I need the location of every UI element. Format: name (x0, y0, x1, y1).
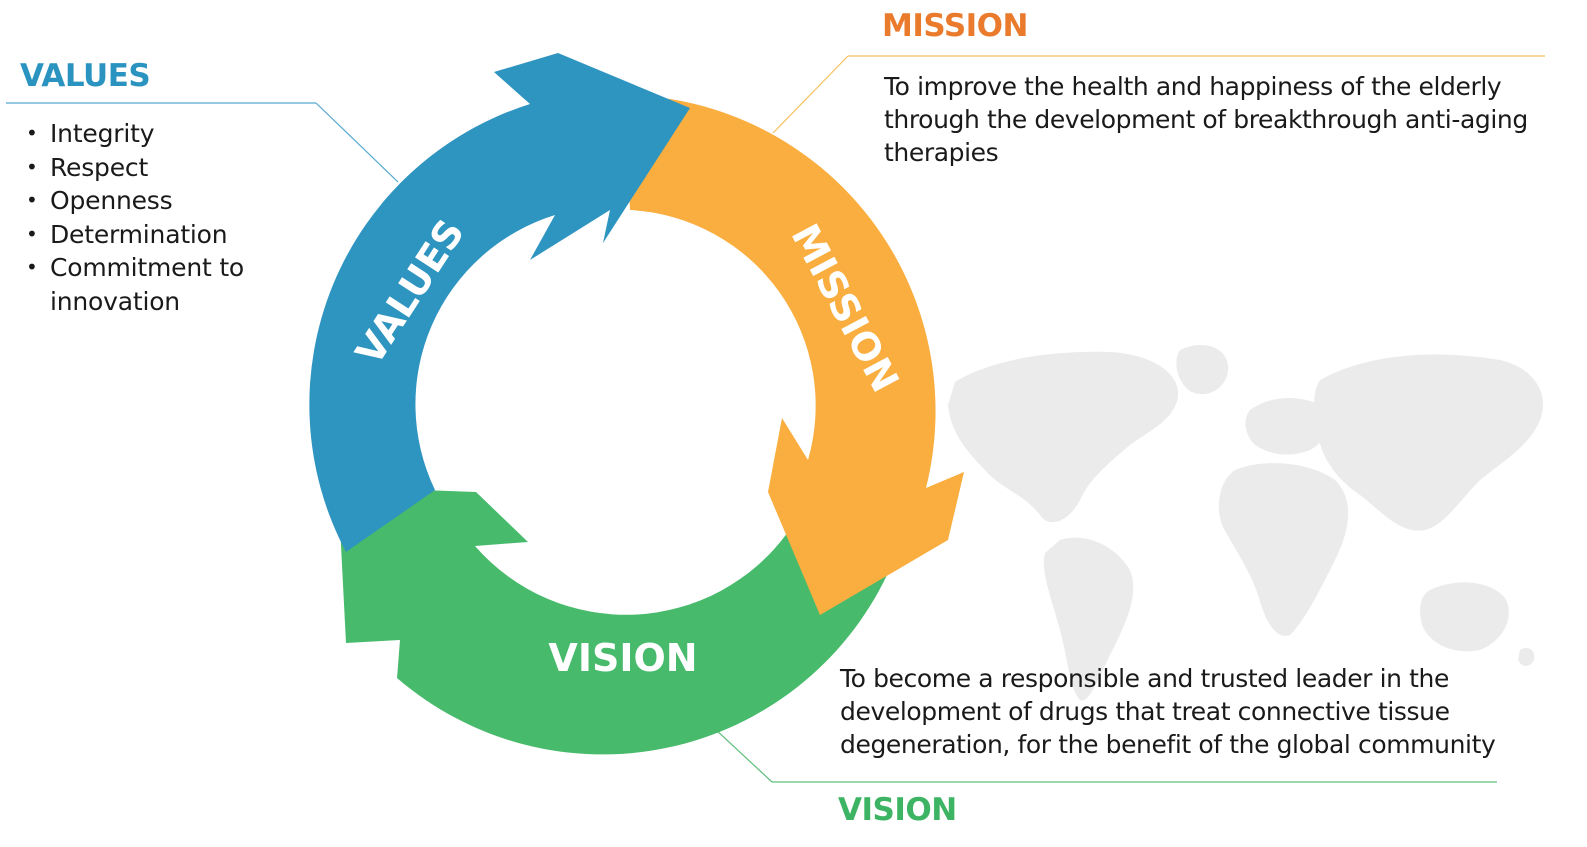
map-australia (1420, 582, 1509, 652)
map-north-america (948, 351, 1179, 523)
mission-statement: To improve the health and happiness of t… (884, 72, 1528, 167)
mission-heading: MISSION (882, 8, 1028, 44)
map-south-america (1043, 537, 1134, 701)
mission-connector (772, 55, 849, 134)
map-greenland (1176, 345, 1229, 395)
map-europe (1245, 398, 1329, 455)
values-connector (315, 102, 399, 183)
values-list: Integrity Respect Openness Determination… (22, 117, 280, 318)
values-heading: VALUES (20, 58, 151, 94)
map-asia (1314, 354, 1544, 531)
map-africa (1218, 463, 1349, 636)
world-map-icon (948, 345, 1544, 701)
values-arrow (309, 53, 690, 552)
list-item: Openness (22, 184, 280, 218)
list-item: Commitment to innovation (22, 251, 280, 318)
map-nz (1518, 648, 1535, 666)
mission-arrow (625, 95, 964, 615)
list-item: Determination (22, 218, 280, 252)
vision-arrow (338, 487, 887, 755)
list-item: Integrity (22, 117, 280, 151)
vision-heading: VISION (838, 792, 957, 828)
vision-statement: To become a responsible and trusted lead… (840, 664, 1496, 759)
list-item: Respect (22, 151, 280, 185)
vision-arc-label: VISION (548, 636, 697, 680)
